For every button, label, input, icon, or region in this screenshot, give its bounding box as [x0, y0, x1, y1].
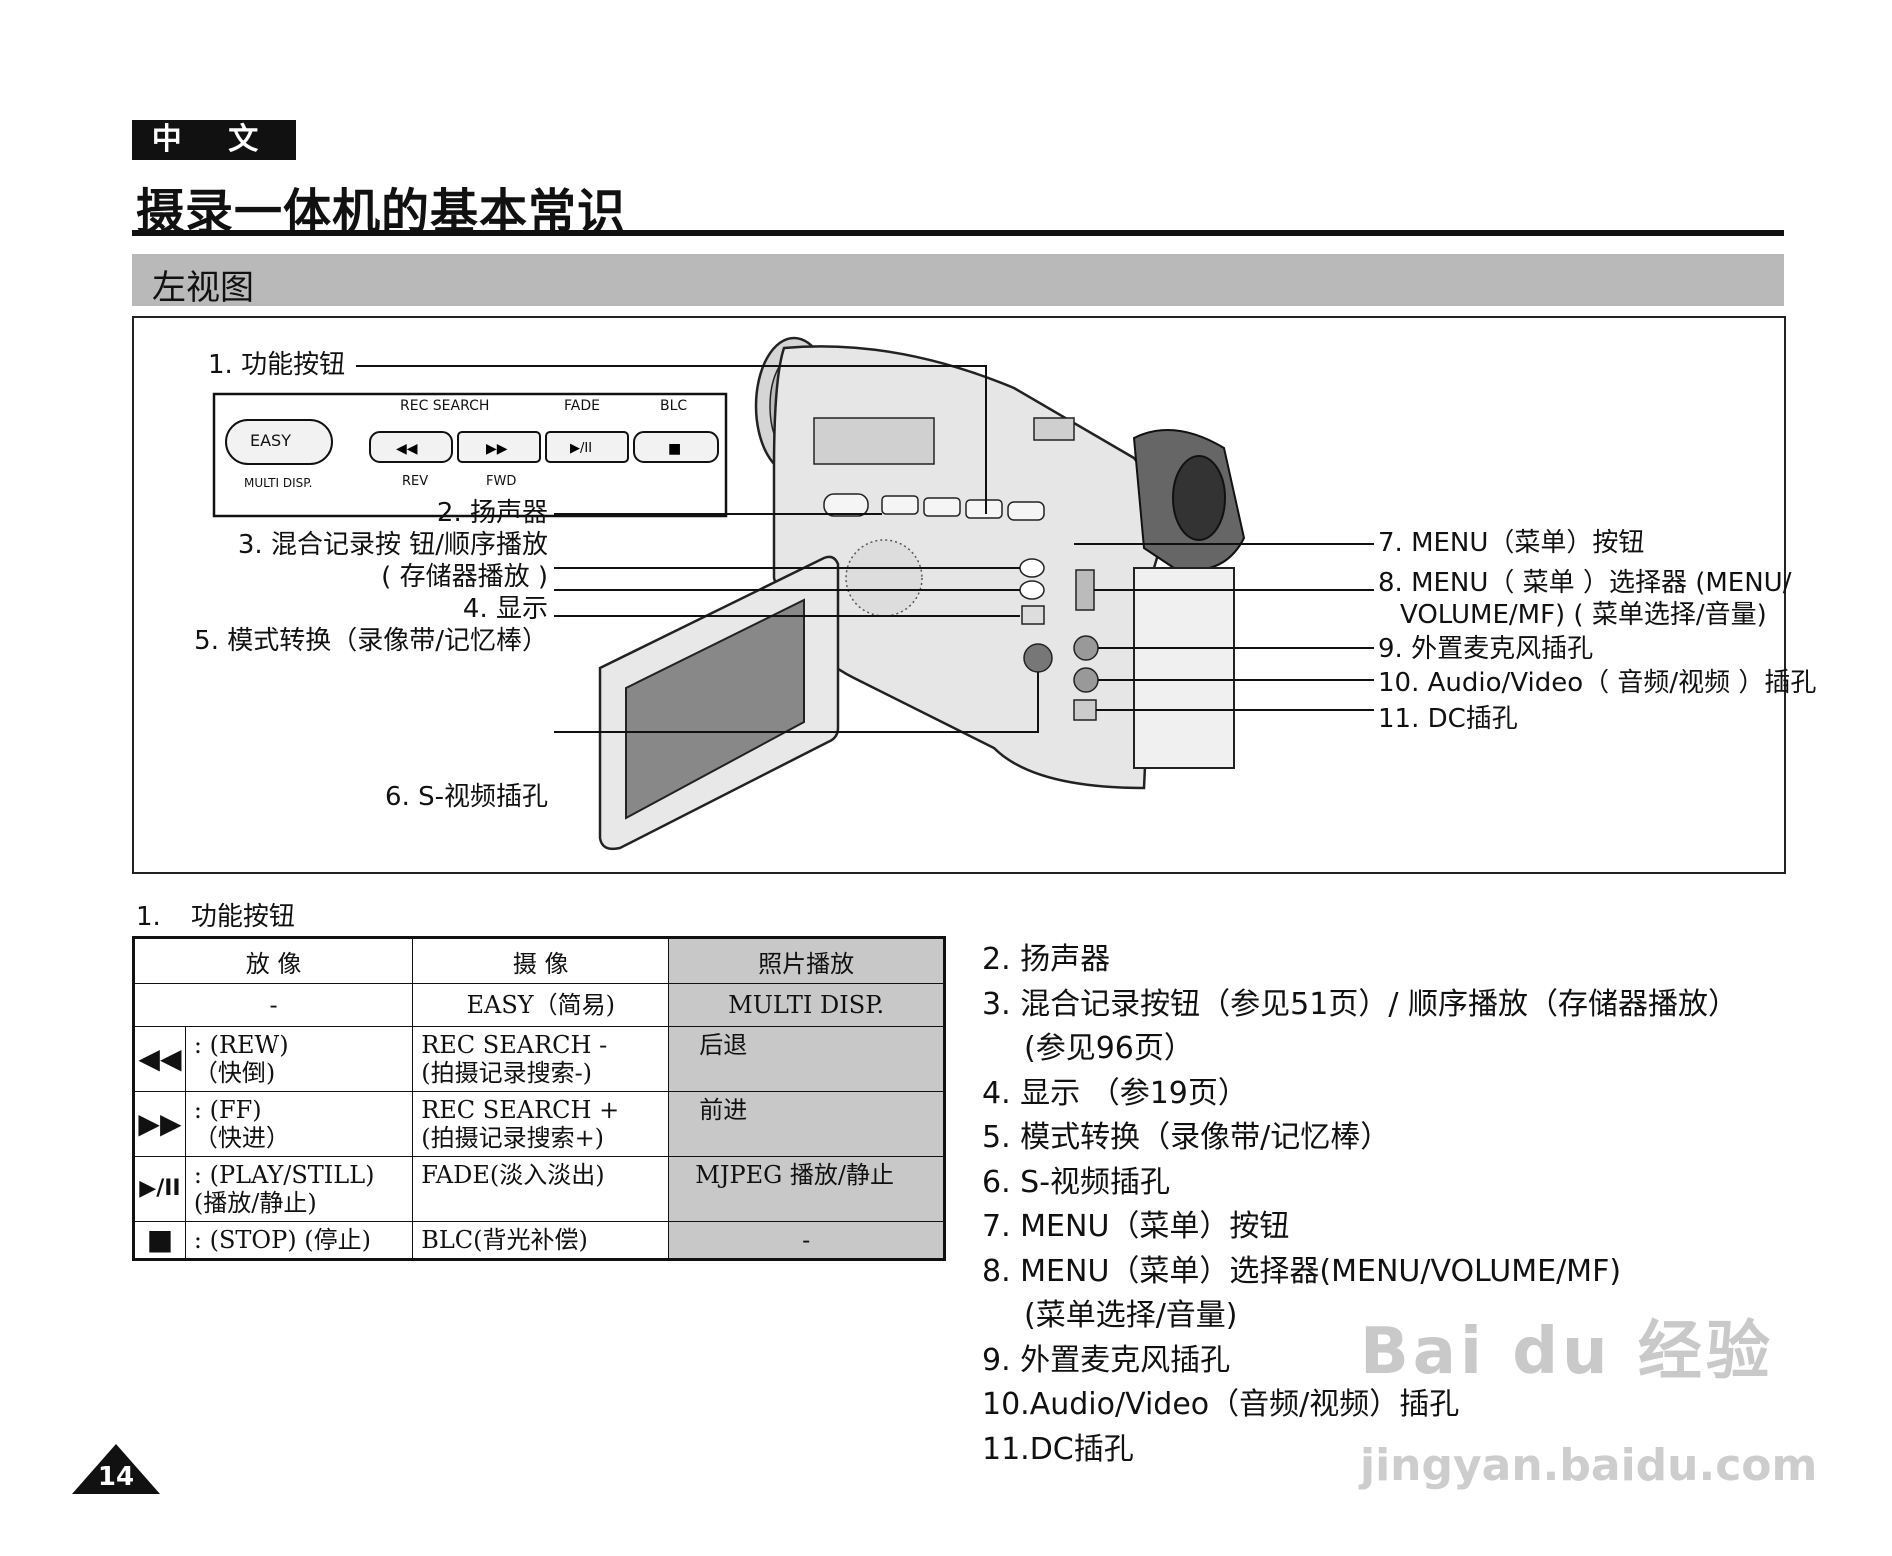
- callout-speaker: 2. 扬声器: [436, 498, 548, 528]
- callout-mix-record-a: 3. 混合记录按 钮/顺序播放: [237, 530, 548, 560]
- cell-play-cn: （快倒): [193, 1059, 276, 1087]
- language-tag: 中 文: [132, 120, 296, 160]
- function-button-table: 放 像 摄 像 照片播放 - EASY（简易) MULTI DISP. ◀◀ :…: [132, 936, 946, 1261]
- cell-play: : (REW): [193, 1031, 289, 1059]
- callout-menu-selector-b: VOLUME/MF) ( 菜单选择/音量): [1400, 600, 1767, 630]
- table-caption-text: 功能按钮: [190, 902, 295, 932]
- svg-text:■: ■: [668, 441, 681, 457]
- fwd-label: FWD: [486, 474, 517, 489]
- list-item: 6. S-视频插孔: [982, 1164, 1171, 1200]
- easy-button-label: EASY: [250, 431, 291, 450]
- baidu-watermark: Bai du 经验: [1360, 1315, 1774, 1389]
- cell-rec: REC SEARCH -: [421, 1031, 608, 1059]
- section-title: 左视图: [152, 268, 254, 308]
- callout-s-video: 6. S-视频插孔: [385, 782, 548, 812]
- callout-menu-button: 7. MENU（菜单）按钮: [1378, 528, 1645, 558]
- header-camera: 摄 像: [412, 937, 670, 984]
- callout-display: 4. 显示: [462, 594, 548, 624]
- cell-photo: -: [668, 1221, 945, 1260]
- svg-text:▶▶: ▶▶: [486, 441, 508, 457]
- cell-play: : (FF): [193, 1096, 262, 1124]
- cell-photo: 后退: [668, 1026, 945, 1092]
- play-pause-icon: ▶/II: [133, 1156, 186, 1222]
- callout-mix-record-b: ( 存储器播放 ): [381, 562, 548, 592]
- table-row: ▶▶ : (FF)（快进） REC SEARCH +(拍摄记录搜索+) 前进: [133, 1091, 945, 1157]
- svg-text:◀◀: ◀◀: [396, 441, 418, 457]
- table-header-row: 放 像 摄 像 照片播放: [132, 937, 945, 984]
- fade-label: FADE: [564, 398, 600, 414]
- cell-rec: FADE(淡入淡出): [421, 1161, 605, 1189]
- cell-rec-cn: (拍摄记录搜索-): [421, 1059, 593, 1087]
- cell-play: : (PLAY/STILL): [193, 1161, 375, 1189]
- cell-photo: MJPEG 播放/静止: [668, 1156, 945, 1222]
- list-item: 3. 混合记录按钮（参见51页）/ 顺序播放（存储器播放）: [982, 986, 1738, 1022]
- list-item: (菜单选择/音量): [1024, 1298, 1238, 1333]
- camcorder-diagram: ◀◀ ▶▶ ▶/II ■: [132, 316, 1816, 874]
- table-caption: 1. 功能按钮: [136, 896, 295, 933]
- cell-easy-rec: EASY（简易): [412, 983, 670, 1027]
- cell-rec: BLC(背光补偿): [421, 1226, 588, 1254]
- baidu-watermark-url: jingyan.baidu.com: [1360, 1440, 1818, 1491]
- list-item: 10.Audio/Video（音频/视频）插孔: [982, 1387, 1460, 1422]
- list-item: 5. 模式转换（录像带/记忆棒）: [982, 1120, 1391, 1155]
- cell-play-cn: (播放/静止): [193, 1189, 317, 1217]
- multi-disp-label: MULTI DISP.: [244, 476, 313, 490]
- cell-photo: 前进: [668, 1091, 945, 1157]
- callout-mode-switch: 5. 模式转换（录像带/记忆棒）: [194, 626, 548, 656]
- callout-menu-selector-a: 8. MENU（ 菜单 ）选择器 (MENU/: [1378, 568, 1792, 598]
- cell-easy-photo: MULTI DISP.: [668, 983, 945, 1027]
- title-rule: [132, 230, 1784, 236]
- rev-label: REV: [402, 474, 429, 489]
- list-item: 11.DC插孔: [982, 1431, 1134, 1467]
- list-item: 2. 扬声器: [982, 942, 1111, 977]
- page-number: 14: [97, 1462, 135, 1492]
- cell-easy-play: -: [132, 983, 414, 1027]
- table-row: ■ : (STOP) (停止) BLC(背光补偿) -: [133, 1221, 945, 1260]
- callout-dc-jack: 11. DC插孔: [1378, 704, 1518, 734]
- header-playback: 放 像: [132, 937, 414, 984]
- table-row: ◀◀ : (REW)（快倒) REC SEARCH -(拍摄记录搜索-) 后退: [133, 1026, 945, 1092]
- cell-play-cn: （快进）: [193, 1124, 290, 1152]
- stop-icon: ■: [133, 1221, 186, 1260]
- cell-play: : (STOP) (停止): [193, 1226, 371, 1254]
- rec-search-label: REC SEARCH: [400, 398, 490, 414]
- cell-rec: REC SEARCH +: [421, 1096, 620, 1124]
- list-item: (参见96页）: [1024, 1031, 1194, 1066]
- table-row-easy: - EASY（简易) MULTI DISP.: [132, 983, 945, 1027]
- table-row: ▶/II : (PLAY/STILL)(播放/静止) FADE(淡入淡出) MJ…: [133, 1156, 945, 1222]
- list-item: 8. MENU（菜单）选择器(MENU/VOLUME/MF): [982, 1253, 1622, 1289]
- parts-list: 2. 扬声器 3. 混合记录按钮（参见51页）/ 顺序播放（存储器播放） (参见…: [982, 938, 1738, 1472]
- table-caption-number: 1.: [136, 902, 161, 932]
- callout-mic-jack: 9. 外置麦克风插孔: [1378, 634, 1594, 664]
- rewind-icon: ◀◀: [133, 1026, 186, 1092]
- list-item: 4. 显示 （参19页）: [982, 1075, 1248, 1111]
- blc-label: BLC: [660, 398, 688, 414]
- fast-forward-icon: ▶▶: [133, 1091, 186, 1157]
- svg-text:▶/II: ▶/II: [570, 441, 592, 456]
- cell-rec-cn: (拍摄记录搜索+): [421, 1124, 605, 1152]
- section-bar: 左视图: [132, 254, 1784, 308]
- callout-function-buttons: 1. 功能按钮: [208, 350, 346, 380]
- callout-av-jack: 10. Audio/Video（ 音频/视频 ）插孔: [1378, 668, 1817, 698]
- page-number-triangle: [72, 1444, 160, 1494]
- camcorder-illustration: ◀◀ ▶▶ ▶/II ■: [212, 336, 1374, 851]
- list-item: 9. 外置麦克风插孔: [982, 1342, 1231, 1378]
- list-item: 7. MENU（菜单）按钮: [982, 1209, 1290, 1244]
- header-photo-playback: 照片播放: [668, 937, 945, 984]
